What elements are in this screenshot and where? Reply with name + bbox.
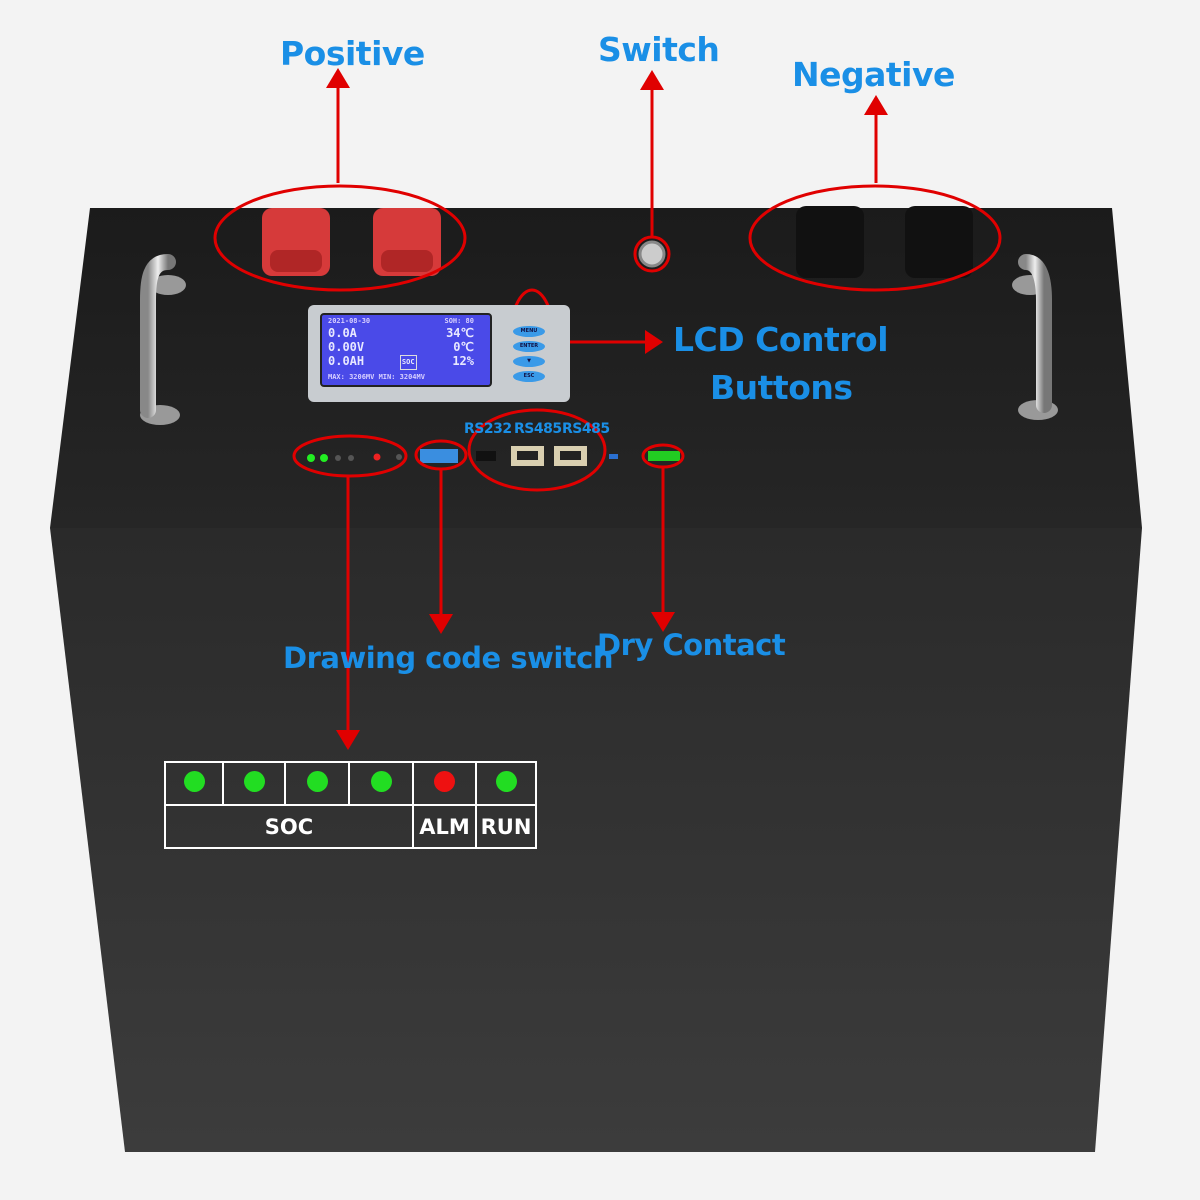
switch-label: Switch: [598, 30, 720, 69]
annotations: [213, 85, 1002, 735]
lcd-temp2: 0℃: [453, 340, 474, 354]
drawing-code-switch-label: Drawing code switch: [283, 641, 614, 675]
negative-terminal: [905, 206, 973, 278]
lcd-soc: 12%: [452, 354, 474, 368]
lcd-current: 0.0A: [328, 326, 357, 340]
negative-terminal: [796, 206, 864, 278]
positive-label: Positive: [280, 34, 425, 73]
alm-led: [434, 770, 455, 792]
negative-label: Negative: [792, 55, 955, 94]
menu-button[interactable]: MENU: [513, 326, 545, 337]
soc-led: [183, 770, 205, 792]
lcd-capacity: 0.0AH: [328, 354, 365, 368]
esc-button[interactable]: ESC: [513, 371, 545, 382]
indicator-legend: SOC ALM RUN: [164, 761, 537, 849]
soc-led: [243, 770, 265, 792]
right-handle: [1012, 254, 1058, 420]
soc-led: [370, 770, 392, 792]
lcd-buttons-label-2: Buttons: [710, 368, 853, 407]
lcd-cell-voltage: MAX: 3206MV MIN: 3204MV: [328, 373, 425, 381]
soc-led: [306, 770, 328, 792]
soc-label: SOC: [164, 804, 414, 849]
lcd-soc-tag: SOC: [399, 355, 417, 370]
rs485-label: RS485: [562, 421, 610, 437]
left-handle: [140, 254, 186, 425]
dry-contact-terminal: [648, 451, 680, 461]
lcd-buttons-label: LCD Control: [673, 320, 889, 359]
run-label: RUN: [475, 804, 537, 849]
lcd-date: 2021-08-30: [328, 317, 371, 325]
lcd-panel: 2021-08-30 SOH: 80 0.0A 34℃ 0.00V 0℃ 0.0AH S…: [308, 305, 570, 402]
dry-contact-label: Dry Contact: [597, 628, 786, 662]
enter-button[interactable]: ENTER: [513, 341, 545, 352]
battery-front-face: [50, 528, 1142, 1152]
run-led: [495, 770, 517, 792]
rs232-label: RS232: [464, 421, 512, 437]
lcd-soh: SOH: 80: [444, 317, 474, 325]
lcd-temp1: 34℃: [446, 326, 474, 340]
dip-switch: [420, 449, 458, 463]
alm-label: ALM: [412, 804, 477, 849]
down-button[interactable]: ▼: [513, 356, 545, 367]
rs485-label: RS485: [514, 421, 562, 437]
lcd-voltage: 0.00V: [328, 340, 365, 354]
battery-top-face: [50, 208, 1142, 528]
lcd-screen: 2021-08-30 SOH: 80 0.0A 34℃ 0.00V 0℃ 0.0AH S…: [320, 313, 492, 387]
power-switch: [638, 240, 666, 268]
